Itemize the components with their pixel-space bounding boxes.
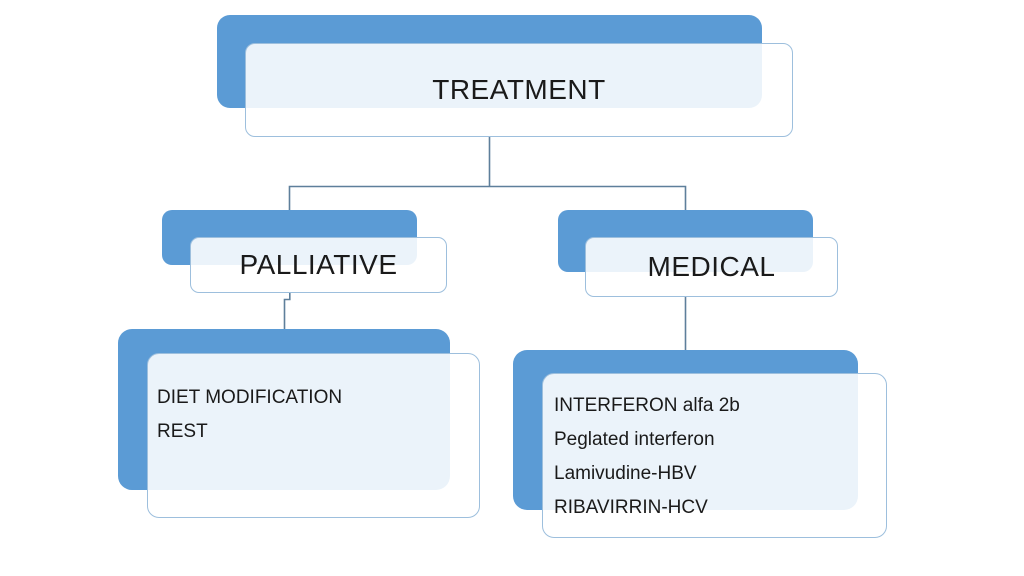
node-medical-label: MEDICAL [647, 251, 776, 282]
medical-detail-line: RIBAVIRRIN-HCV [554, 497, 708, 518]
node-treatment-label: TREATMENT [432, 74, 606, 105]
palliative-detail-line: DIET MODIFICATION [157, 387, 343, 408]
node-palliative-detail: DIET MODIFICATION REST [147, 353, 480, 518]
connector-palliative-detail [283, 292, 291, 333]
medical-detail-line: Peglated interferon [554, 429, 715, 450]
node-medical: MEDICAL [585, 237, 838, 297]
node-medical-detail: INTERFERON alfa 2b Peglated interferon L… [542, 373, 887, 538]
medical-detail-line: Lamivudine-HBV [554, 463, 697, 484]
node-treatment: TREATMENT [245, 43, 793, 137]
medical-detail-line: INTERFERON alfa 2b [554, 395, 740, 416]
palliative-detail-line: REST [157, 421, 208, 442]
node-palliative-label: PALLIATIVE [239, 249, 398, 280]
connector-treatment-branches [288, 137, 687, 214]
node-palliative: PALLIATIVE [190, 237, 447, 293]
